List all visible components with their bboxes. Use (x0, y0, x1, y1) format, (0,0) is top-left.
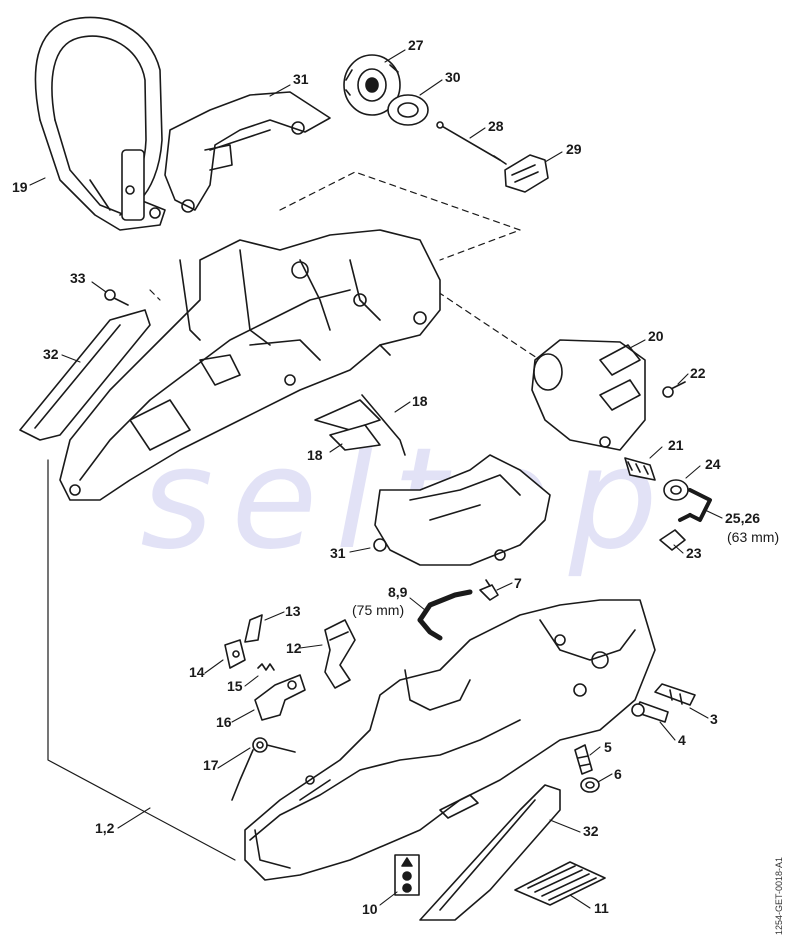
chain-cover-part (373, 454, 551, 566)
callout-18-upper: 18 (412, 393, 428, 409)
callout-12: 12 (286, 640, 302, 656)
catch-part (224, 639, 246, 669)
callout-31: 31 (293, 71, 309, 87)
callout-25-26: 25,26 (725, 510, 761, 526)
callout-3: 3 (710, 711, 718, 727)
hose-length-75: (75 mm) (352, 602, 405, 618)
lever-part (244, 614, 263, 643)
callout-28: 28 (488, 118, 504, 134)
callout-20: 20 (648, 328, 664, 344)
collar-screw-part (631, 701, 669, 723)
callout-27: 27 (408, 37, 424, 53)
spring-part (257, 663, 275, 671)
callout-leaders (29, 49, 723, 909)
fan-wheel-part (343, 54, 401, 116)
interlock-lever-part (254, 674, 306, 721)
warning-label-part (394, 854, 420, 896)
assembly-bracket (47, 459, 236, 861)
callout-7: 7 (514, 575, 522, 591)
callout-32-lower: 32 (583, 823, 599, 839)
callout-32: 32 (43, 346, 59, 362)
callout-31-lower: 31 (330, 545, 346, 561)
screw-part (104, 289, 129, 306)
callout-13: 13 (285, 603, 301, 619)
clip-part (659, 529, 686, 551)
screw-part (662, 381, 686, 398)
callout-15: 15 (227, 678, 243, 694)
callout-8-9: 8,9 (388, 584, 408, 600)
callout-30: 30 (445, 69, 461, 85)
bar-stud-part (574, 744, 593, 775)
callout-16: 16 (216, 714, 232, 730)
document-reference-code: 1254-GET-0018-A1 (774, 856, 784, 935)
washer-part (387, 94, 429, 126)
valve-part (624, 457, 656, 481)
screw-part (436, 121, 507, 165)
hose-length-63: (63 mm) (727, 529, 780, 545)
callout-21: 21 (668, 437, 684, 453)
callout-5: 5 (604, 739, 612, 755)
callout-18-lower: 18 (307, 447, 323, 463)
throttle-trigger-part (324, 619, 356, 689)
spike-screw-part (654, 683, 696, 706)
cover-plate-part (514, 861, 606, 906)
housing-lower-part (244, 599, 656, 881)
guard-strip-part (419, 784, 561, 921)
callout-17: 17 (203, 757, 219, 773)
callout-24: 24 (705, 456, 721, 472)
callout-6: 6 (614, 766, 622, 782)
clip-part (314, 394, 406, 456)
callout-1-2: 1,2 (95, 820, 115, 836)
callout-11: 11 (594, 900, 609, 916)
callout-14: 14 (189, 664, 205, 680)
cap-part (663, 479, 689, 501)
guard-strip-part (19, 309, 151, 441)
callout-22: 22 (690, 365, 706, 381)
torsion-spring-part (231, 737, 296, 801)
housing-upper-part (59, 229, 441, 501)
callout-4: 4 (678, 732, 686, 748)
callout-23: 23 (686, 545, 702, 561)
air-filter-part (531, 339, 646, 451)
callout-19: 19 (12, 179, 28, 195)
clip-part (504, 154, 549, 193)
hose-part (417, 589, 473, 641)
clamp-part (479, 579, 499, 601)
handlebar-part (34, 16, 166, 231)
callout-33: 33 (70, 270, 86, 286)
handle-cover-part (164, 91, 331, 213)
callout-29: 29 (566, 141, 582, 157)
nut-part (580, 777, 600, 793)
callout-10: 10 (362, 901, 378, 917)
